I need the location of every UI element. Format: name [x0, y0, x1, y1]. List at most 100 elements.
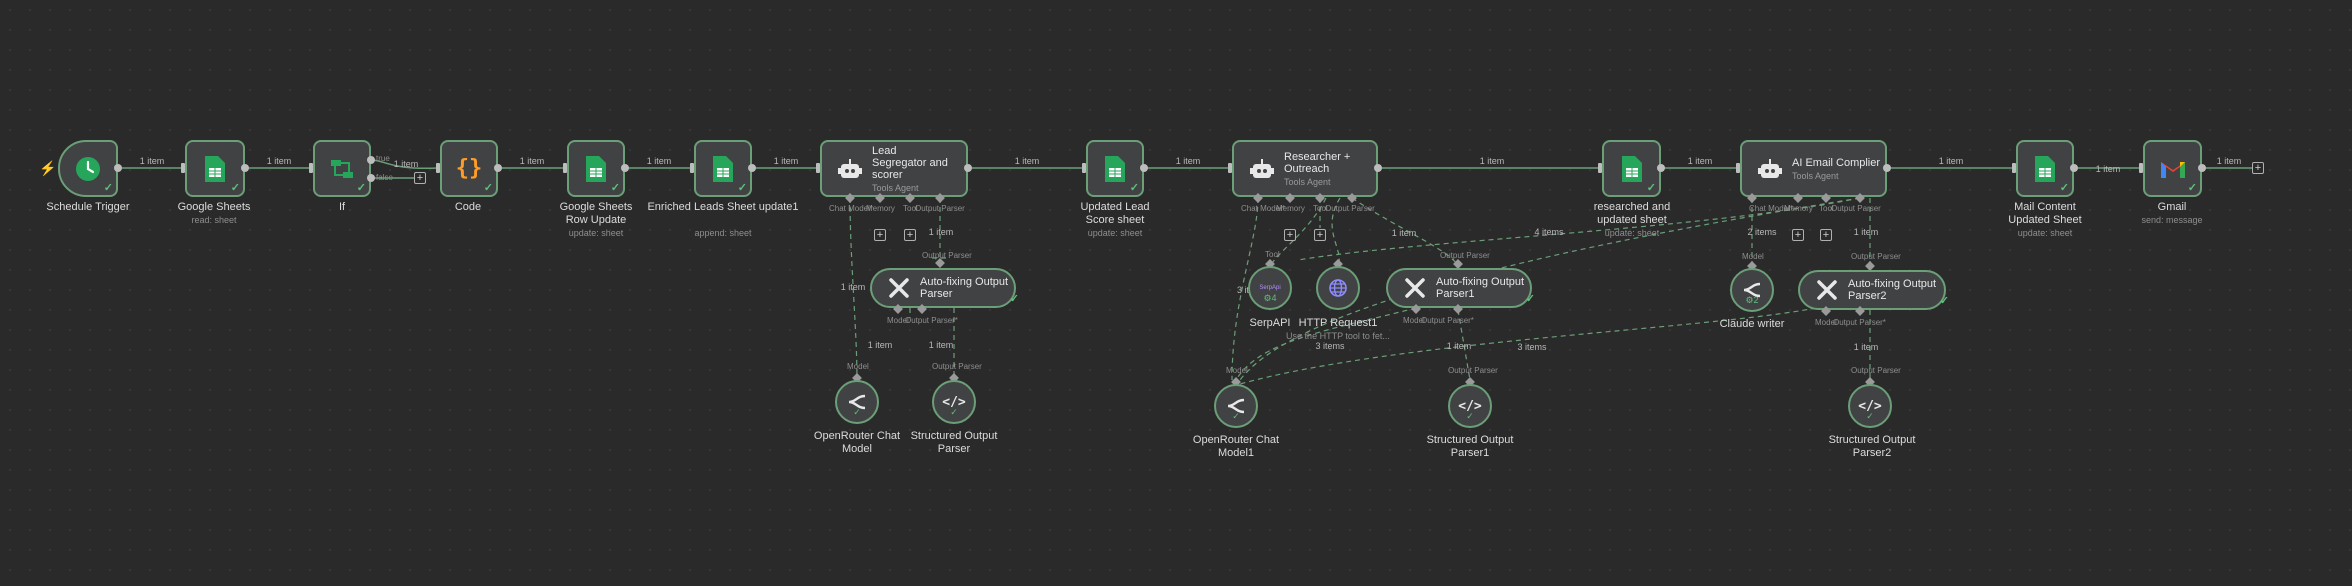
add-memory-button[interactable]: +	[1284, 229, 1296, 241]
gmail-node[interactable]: ✓	[2143, 140, 2202, 197]
openrouter-icon	[1227, 398, 1245, 414]
node-subtitle: update: sheet	[1087, 228, 1143, 238]
edge-label: 1 item	[1446, 341, 1472, 351]
success-check-icon: ✓	[1232, 411, 1240, 421]
add-node-button[interactable]: +	[414, 172, 426, 184]
add-node-button[interactable]: +	[2252, 162, 2264, 174]
node-label: Google Sheets Row Update	[559, 201, 633, 226]
parser-title: Auto-fixing Output Parser	[920, 276, 1009, 300]
success-check-icon: ✓	[1009, 293, 1019, 305]
add-tool-button[interactable]: +	[1314, 229, 1326, 241]
false-branch-label: false	[376, 173, 393, 182]
edge-label: 1 item	[2216, 156, 2242, 166]
node-subtitle: read: sheet	[191, 215, 237, 225]
true-output-handle[interactable]	[367, 156, 375, 164]
output-handle[interactable]	[114, 164, 122, 172]
success-check-icon: ✓	[1646, 182, 1656, 194]
input-handle[interactable]	[2012, 163, 2016, 173]
mail-content-updated-sheet-node[interactable]: ✓	[2016, 140, 2074, 197]
schedule-trigger-node[interactable]: ✓	[58, 140, 118, 197]
port-label: Output Parser	[1440, 251, 1490, 260]
agent-title: Researcher + Outreach	[1284, 150, 1351, 175]
ai-email-complier-agent-node[interactable]: AI Email Complier Tools Agent	[1740, 140, 1887, 197]
agent-title: AI Email Complier	[1792, 156, 1881, 169]
code-tag-icon: </>	[1858, 398, 1882, 414]
input-handle[interactable]	[1598, 163, 1602, 173]
output-handle[interactable]	[748, 164, 756, 172]
gmail-icon	[2160, 161, 2185, 178]
input-handle[interactable]	[181, 163, 185, 173]
edge-label: 3 items	[1315, 341, 1345, 351]
add-tool-button[interactable]: +	[1820, 229, 1832, 241]
structured-output-parser1-node[interactable]: </> ✓	[1448, 384, 1492, 428]
claude-writer-node[interactable]: ⚙2	[1730, 268, 1774, 312]
edge-label: 4 items	[1534, 227, 1564, 237]
port-label: Output Parser	[922, 251, 972, 260]
port-label: Output Parser	[1851, 366, 1901, 375]
port-label: Tool	[903, 204, 918, 213]
input-handle[interactable]	[1228, 163, 1232, 173]
researcher-outreach-agent-node[interactable]: Researcher + Outreach Tools Agent	[1232, 140, 1378, 197]
port-label: Output Parser*	[1833, 318, 1886, 327]
false-output-handle[interactable]	[367, 174, 375, 182]
output-handle[interactable]	[494, 164, 502, 172]
edge-label: 1 item	[1391, 228, 1417, 238]
node-label: Enriched Leads Sheet update1	[647, 201, 799, 213]
http-request-tool-node[interactable]	[1316, 266, 1360, 310]
lead-segregator-agent-node[interactable]: Lead Segregator and scorer Tools Agent	[820, 140, 968, 197]
trigger-bolt-icon: ⚡	[39, 160, 57, 176]
auto-fixing-output-parser2-node[interactable]: Auto-fixing Output Parser2 ✓	[1798, 270, 1949, 310]
port-label: Chat Model*	[1749, 204, 1794, 213]
google-sheets-row-update-node[interactable]: ✓	[567, 140, 625, 197]
parser-title: Auto-fixing Output Parser2	[1848, 278, 1937, 302]
input-handle[interactable]	[309, 163, 313, 173]
output-handle[interactable]	[964, 164, 972, 172]
output-handle[interactable]	[241, 164, 249, 172]
edge-label: 1 item	[928, 227, 954, 237]
input-handle[interactable]	[1082, 163, 1086, 173]
output-handle[interactable]	[621, 164, 629, 172]
input-handle[interactable]	[690, 163, 694, 173]
output-handle[interactable]	[1657, 164, 1665, 172]
edge-label: 1 item	[646, 156, 672, 166]
openrouter-chat-model-node[interactable]: ✓	[835, 380, 879, 424]
true-branch-label: true	[376, 154, 390, 163]
add-memory-button[interactable]: +	[1792, 229, 1804, 241]
wrench-icon	[1817, 280, 1837, 300]
if-icon	[331, 159, 353, 178]
serpapi-tool-node[interactable]: SerpApi ⚙4	[1248, 266, 1292, 310]
edge-label: 1 item	[139, 156, 165, 166]
structured-output-parser2-node[interactable]: </> ✓	[1848, 384, 1892, 428]
if-node[interactable]: ✓	[313, 140, 371, 197]
input-handle[interactable]	[816, 163, 820, 173]
structured-output-parser-node[interactable]: </> ✓	[932, 380, 976, 424]
auto-fixing-output-parser1-node[interactable]: Auto-fixing Output Parser1 ✓	[1386, 268, 1535, 308]
updated-lead-score-sheet-node[interactable]: ✓	[1086, 140, 1144, 197]
input-handle[interactable]	[563, 163, 567, 173]
input-handle[interactable]	[2139, 163, 2143, 173]
claude-icon	[1743, 282, 1761, 298]
openrouter-chat-model1-node[interactable]: ✓	[1214, 384, 1258, 428]
output-handle[interactable]	[1374, 164, 1382, 172]
output-handle[interactable]	[1883, 164, 1891, 172]
add-tool-button[interactable]: +	[904, 229, 916, 241]
code-node[interactable]: {} ✓	[440, 140, 498, 197]
researched-updated-sheet-node[interactable]: ✓	[1602, 140, 1661, 197]
port-label: Output Parser	[1851, 252, 1901, 261]
google-sheets-node[interactable]: ✓	[185, 140, 245, 197]
edge-label: 1 item	[1175, 156, 1201, 166]
google-sheets-icon	[586, 155, 606, 182]
port-label: Model	[1226, 366, 1248, 375]
wrench-icon	[889, 278, 909, 298]
input-handle[interactable]	[436, 163, 440, 173]
auto-fixing-output-parser-node[interactable]: Auto-fixing Output Parser ✓	[870, 268, 1019, 308]
output-handle[interactable]	[2198, 164, 2206, 172]
output-handle[interactable]	[2070, 164, 2078, 172]
output-handle[interactable]	[1140, 164, 1148, 172]
enriched-leads-sheet-node[interactable]: ✓	[694, 140, 752, 197]
node-subtitle: append: sheet	[694, 228, 752, 238]
google-sheets-icon	[713, 155, 733, 182]
input-handle[interactable]	[1736, 163, 1740, 173]
add-memory-button[interactable]: +	[874, 229, 886, 241]
